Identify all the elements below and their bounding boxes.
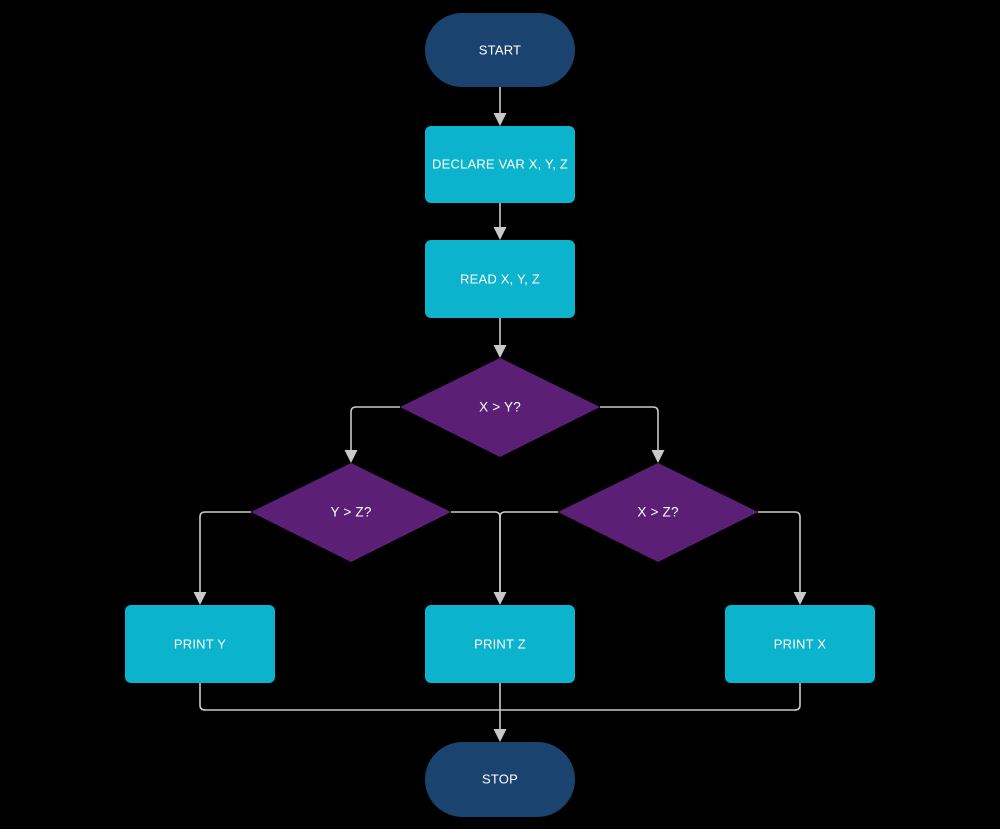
arrowhead-icon [193,592,207,605]
edge-printy-stop [199,683,500,711]
node-cond-xz[interactable]: X > Z? [558,463,758,562]
node-print-x[interactable]: PRINT X [725,605,875,683]
node-declare[interactable]: DECLARE VAR X, Y, Z [425,126,575,203]
cond-yz-decision-shape[interactable] [251,463,451,562]
edge-layer [193,87,807,742]
cond-xy-decision-shape[interactable] [400,358,600,457]
cond-xz-decision-shape[interactable] [558,463,758,562]
print-x-process-shape[interactable] [725,605,875,683]
arrowhead-icon [493,729,507,742]
edge-condxy-condxz [600,406,665,463]
edge-declare-read [493,203,507,240]
print-y-process-shape[interactable] [125,605,275,683]
print-z-process-shape[interactable] [425,605,575,683]
edge-printz-stop [493,683,507,742]
node-stop[interactable]: STOP [425,742,575,817]
start-terminal-shape[interactable] [425,13,575,87]
read-process-shape[interactable] [425,240,575,318]
node-cond-xy[interactable]: X > Y? [400,358,600,457]
arrowhead-icon [493,227,507,240]
node-start[interactable]: START [425,13,575,87]
arrowhead-icon [651,450,665,463]
edge-condyz-printy [193,511,251,605]
edge-read-condxy [493,318,507,358]
edge-start-declare [493,87,507,126]
node-print-y[interactable]: PRINT Y [125,605,275,683]
edge-condxz-printz [499,511,558,596]
arrowhead-icon [793,592,807,605]
edge-printx-stop [500,683,801,711]
arrowhead-icon [493,592,507,605]
node-cond-yz[interactable]: Y > Z? [251,463,451,562]
node-print-z[interactable]: PRINT Z [425,605,575,683]
arrowhead-icon [493,113,507,126]
edge-condxz-printx [758,511,807,605]
arrowhead-icon [344,450,358,463]
edge-condxy-condyz [344,406,400,463]
declare-process-shape[interactable] [425,126,575,203]
edge-condyz-printz [451,511,507,605]
stop-terminal-shape[interactable] [425,742,575,817]
arrowhead-icon [493,345,507,358]
node-read[interactable]: READ X, Y, Z [425,240,575,318]
